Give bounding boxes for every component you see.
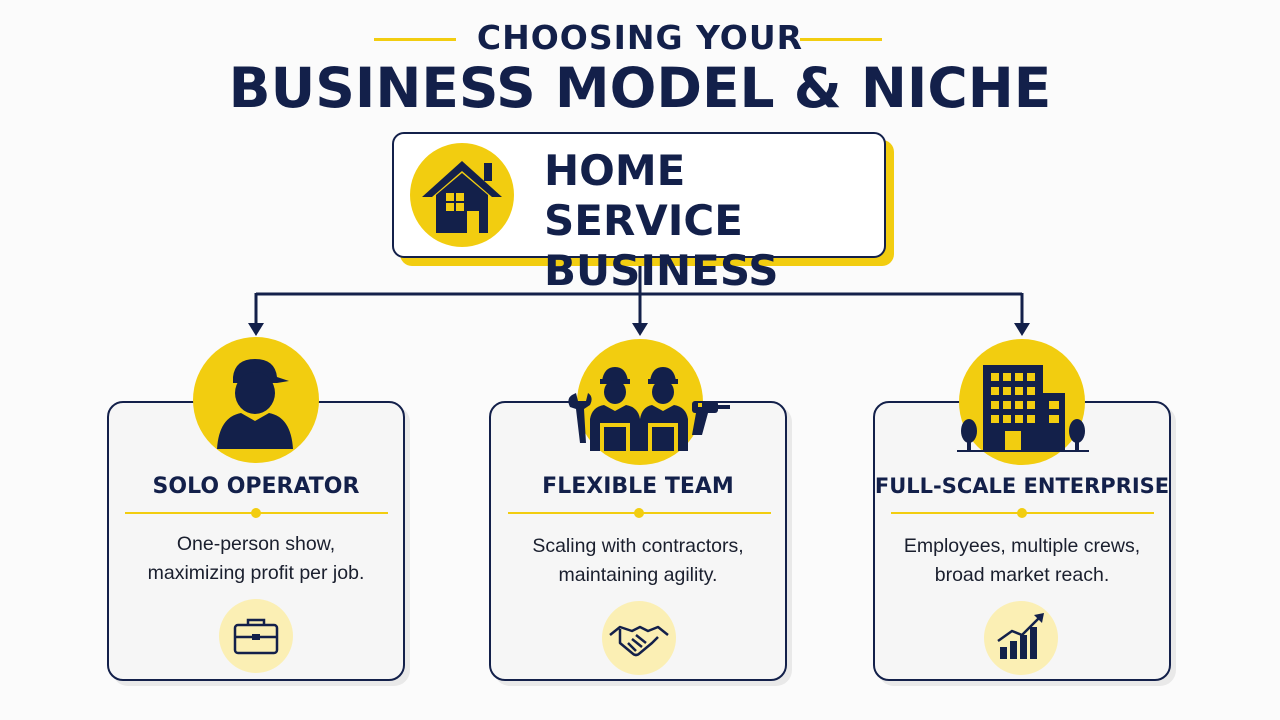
card-title-solo: SOLO OPERATOR: [152, 474, 360, 499]
card-desc-team-line2: maintaining agility.: [558, 564, 718, 586]
card-desc-team: Scaling with contractors, maintaining ag…: [489, 532, 787, 590]
team-footer-circle: [602, 601, 676, 675]
team-with-tools-icon: [568, 367, 730, 451]
worker-icon: [217, 359, 293, 449]
page-subtitle: CHOOSING YOUR: [476, 18, 804, 57]
card-desc-solo-line1: One-person show,: [176, 533, 336, 555]
card-divider-dot-solo: [251, 508, 261, 518]
handshake-icon: [609, 625, 669, 657]
root-label-line2: BUSINESS: [544, 246, 779, 295]
card-title-team: FLEXIBLE TEAM: [542, 474, 734, 499]
card-desc-enterprise: Employees, multiple crews, broad market …: [873, 532, 1171, 590]
solo-footer-circle: [219, 599, 293, 673]
briefcase-icon: [233, 618, 279, 655]
card-desc-solo: One-person show, maximizing profit per j…: [107, 530, 405, 588]
growth-chart-icon: [997, 613, 1044, 659]
card-desc-enterprise-line1: Employees, multiple crews,: [903, 535, 1141, 557]
office-building-icon: [957, 365, 1089, 452]
card-title-enterprise: FULL-SCALE ENTERPRISE: [874, 474, 1170, 498]
card-divider-dot-team: [634, 508, 644, 518]
card-desc-team-line1: Scaling with contractors,: [532, 535, 744, 557]
card-divider-dot-enterprise: [1017, 508, 1027, 518]
house-icon: [422, 161, 502, 233]
enterprise-footer-circle: [984, 601, 1058, 675]
title-accent-line-right: [800, 38, 882, 41]
card-desc-enterprise-line2: broad market reach.: [934, 564, 1110, 586]
card-desc-solo-line2: maximizing profit per job.: [147, 562, 365, 584]
solo-icon-circle: [193, 337, 319, 463]
root-label-line1: HOME SERVICE: [544, 146, 743, 245]
root-icon-circle: [410, 143, 514, 247]
root-node-label: HOME SERVICE BUSINESS: [544, 146, 884, 296]
title-accent-line-left: [374, 38, 456, 41]
page-title: BUSINESS MODEL & NICHE: [228, 56, 1052, 120]
